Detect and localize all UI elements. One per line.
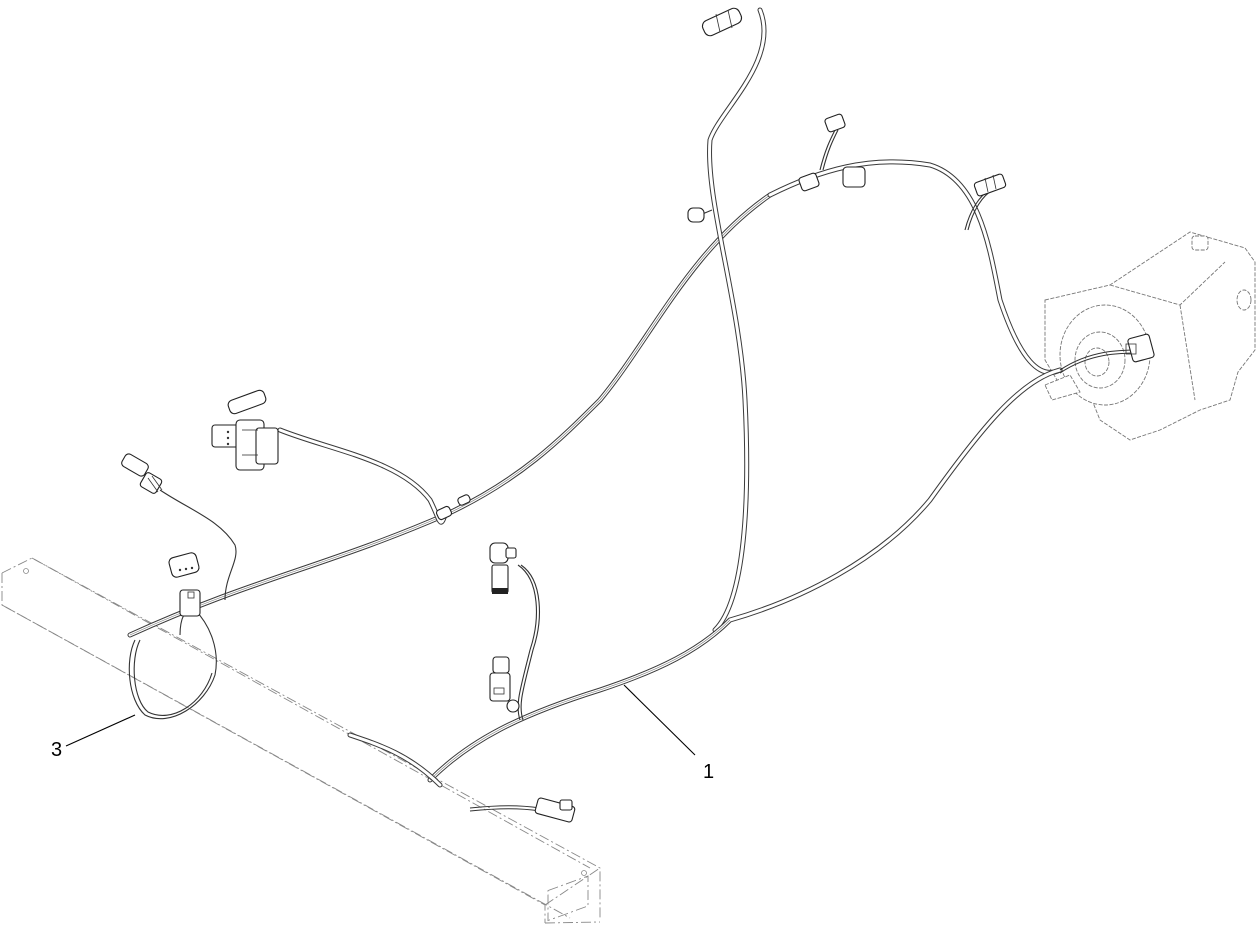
connector-mid-lower-sensor — [489, 656, 520, 713]
callout-label-3: 3 — [51, 739, 63, 761]
main-harness — [127, 7, 1141, 812]
connector-left — [121, 453, 163, 494]
connector-pump-sensor — [1125, 333, 1155, 363]
connector-right — [973, 173, 1007, 197]
connector-cluster-upper-left — [211, 389, 279, 471]
connector-bottom — [534, 797, 576, 823]
callout-1-leader — [623, 684, 696, 756]
connector-junction-top — [687, 113, 866, 223]
connector-top — [701, 7, 743, 37]
frame-tube — [1, 557, 601, 924]
callout-3-leader — [65, 714, 136, 747]
connector-mid-upper-sensor — [489, 542, 517, 594]
hydraulic-pump — [1044, 231, 1256, 441]
connector-small-left — [168, 552, 201, 617]
callout-label-1: 1 — [703, 761, 715, 783]
